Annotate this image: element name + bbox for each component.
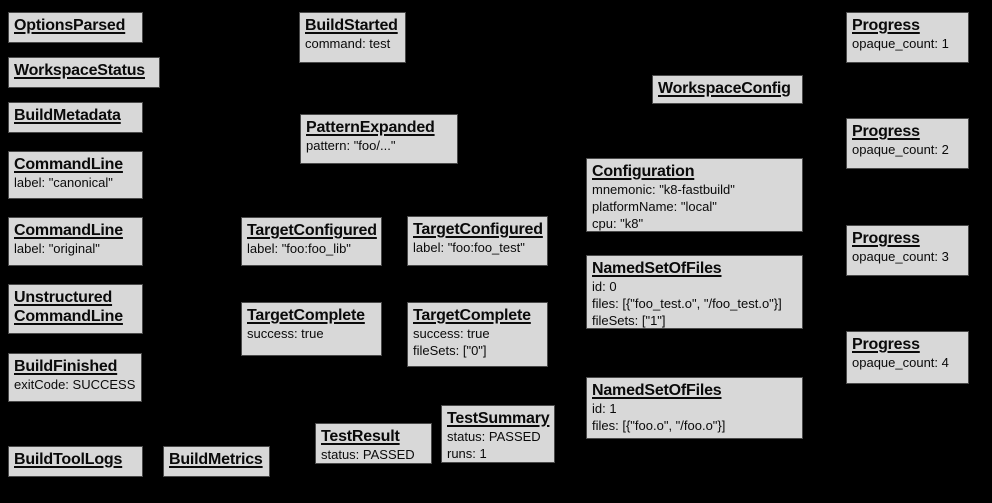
event-node-progress-1: Progress opaque_count: 1 [846,12,969,63]
node-attribute: opaque_count: 2 [852,142,949,157]
node-attribute: id: 1 [592,401,617,416]
node-attribute: files: [{"foo.o", "/foo.o"}] [592,418,726,433]
node-attribute: label: "canonical" [14,175,113,190]
node-attribute: files: [{"foo_test.o", "/foo_test.o"}] [592,296,782,311]
node-title: TargetComplete [247,307,365,324]
node-title: Progress [852,336,920,353]
node-title: PatternExpanded [306,119,435,136]
node-title: NamedSetOfFiles [592,382,722,399]
node-attribute: success: true [247,326,324,341]
node-title: Progress [852,123,920,140]
event-node-options-parsed: OptionsParsed [8,12,143,43]
event-node-command-line-canonical: CommandLine label: "canonical" [8,151,143,199]
node-title: BuildMetadata [14,107,121,124]
node-attribute: label: "original" [14,241,100,256]
node-attribute: status: PASSED [321,447,415,462]
node-attribute: fileSets: ["1"] [592,313,666,328]
node-title: BuildToolLogs [14,451,123,468]
node-title: TargetComplete [413,307,531,324]
event-node-build-metrics: BuildMetrics [163,446,270,477]
node-attribute: opaque_count: 4 [852,355,949,370]
event-node-target-configured-foo-test: TargetConfigured label: "foo:foo_test" [407,216,548,266]
node-attribute: mnemonic: "k8-fastbuild" [592,182,735,197]
event-node-workspace-status: WorkspaceStatus [8,57,160,88]
node-title: Configuration [592,163,695,180]
node-title: TestSummary [447,410,550,427]
node-title: TargetConfigured [247,222,377,239]
event-node-test-result: TestResult status: PASSED [315,423,432,464]
node-title: TestResult [321,428,400,445]
node-attribute: label: "foo:foo_lib" [247,241,351,256]
event-node-workspace-config: WorkspaceConfig [652,75,803,104]
event-node-pattern-expanded: PatternExpanded pattern: "foo/..." [300,114,458,164]
node-title: OptionsParsed [14,17,126,34]
node-attribute: status: PASSED [447,429,541,444]
event-node-target-complete-foo-lib: TargetComplete success: true [241,302,382,356]
node-title: CommandLine [14,156,123,173]
node-attribute: opaque_count: 3 [852,249,949,264]
node-title: WorkspaceConfig [658,80,791,97]
node-attribute: label: "foo:foo_test" [413,240,525,255]
node-attribute: opaque_count: 1 [852,36,949,51]
event-node-configuration: Configuration mnemonic: "k8-fastbuild" pla… [586,158,803,232]
event-node-unstructured-command-line: Unstructured CommandLine [8,284,143,334]
node-attribute: runs: 1 [447,446,487,461]
event-node-command-line-original: CommandLine label: "original" [8,217,143,266]
node-title: Unstructured CommandLine [14,289,123,325]
event-node-build-started: BuildStarted command: test [299,12,406,63]
node-attribute: success: true [413,326,490,341]
node-attribute: exitCode: SUCCESS [14,377,136,392]
node-title: Progress [852,17,920,34]
node-attribute: platformName: "local" [592,199,717,214]
node-title: WorkspaceStatus [14,62,145,79]
event-node-target-complete-foo-test: TargetComplete success: true fileSets: ["0… [407,302,548,367]
node-title: BuildStarted [305,17,398,34]
event-node-named-set-of-files-0: NamedSetOfFiles id: 0 files: [{"foo_test.o… [586,255,803,329]
event-node-progress-3: Progress opaque_count: 3 [846,225,969,276]
event-node-progress-4: Progress opaque_count: 4 [846,331,969,384]
node-title: TargetConfigured [413,221,543,238]
node-title: NamedSetOfFiles [592,260,722,277]
event-node-build-finished: BuildFinished exitCode: SUCCESS [8,353,142,402]
node-title: CommandLine [14,222,123,239]
event-node-test-summary: TestSummary status: PASSED runs: 1 [441,405,555,463]
node-title: BuildMetrics [169,451,263,468]
event-node-progress-2: Progress opaque_count: 2 [846,118,969,169]
node-title: BuildFinished [14,358,118,375]
event-node-build-tool-logs: BuildToolLogs [8,446,143,477]
event-node-target-configured-foo-lib: TargetConfigured label: "foo:foo_lib" [241,217,382,266]
event-node-build-metadata: BuildMetadata [8,102,143,133]
node-attribute: id: 0 [592,279,617,294]
event-node-named-set-of-files-1: NamedSetOfFiles id: 1 files: [{"foo.o", "/… [586,377,803,439]
node-attribute: cpu: "k8" [592,216,644,231]
node-title: Progress [852,230,920,247]
node-attribute: pattern: "foo/..." [306,138,396,153]
node-attribute: fileSets: ["0"] [413,343,487,358]
node-attribute: command: test [305,36,391,51]
